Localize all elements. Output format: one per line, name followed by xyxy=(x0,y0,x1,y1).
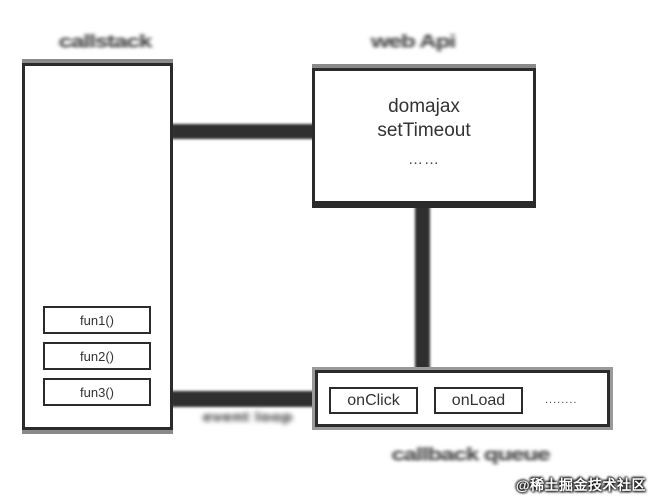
stack-frame-fun3: fun3() xyxy=(43,378,151,406)
stack-frame-label: fun1() xyxy=(80,312,114,328)
blurred-edge-label: event loop xyxy=(203,410,294,425)
title-callback-queue: callback queue xyxy=(391,444,550,466)
queue-item-label: onClick xyxy=(347,391,400,409)
title-call-stack: callstack xyxy=(58,31,152,53)
queue-item-onclick: onClick xyxy=(329,387,418,414)
web-api-box: domajax setTimeout …… xyxy=(312,68,536,208)
queue-ellipsis: ........ xyxy=(545,394,578,406)
connector-callstack-to-webapi xyxy=(171,124,317,139)
call-stack-box xyxy=(22,63,173,430)
queue-item-label: onLoad xyxy=(451,391,506,409)
web-api-item-domajax: domajax xyxy=(388,96,460,117)
web-api-item-settimeout: setTimeout xyxy=(377,120,471,141)
queue-item-onload: onLoad xyxy=(434,387,523,414)
stack-frame-fun2: fun2() xyxy=(43,342,151,370)
connector-webapi-to-queue xyxy=(415,203,430,373)
juejin-watermark: @稀土掘金技术社区 xyxy=(515,477,646,493)
stack-frame-fun1: fun1() xyxy=(43,306,151,334)
web-api-ellipsis: …… xyxy=(408,151,440,168)
stack-frame-label: fun3() xyxy=(80,384,114,400)
title-web-api: web Api xyxy=(370,31,456,53)
connector-queue-to-callstack xyxy=(171,391,319,407)
stack-frame-label: fun2() xyxy=(80,348,114,364)
